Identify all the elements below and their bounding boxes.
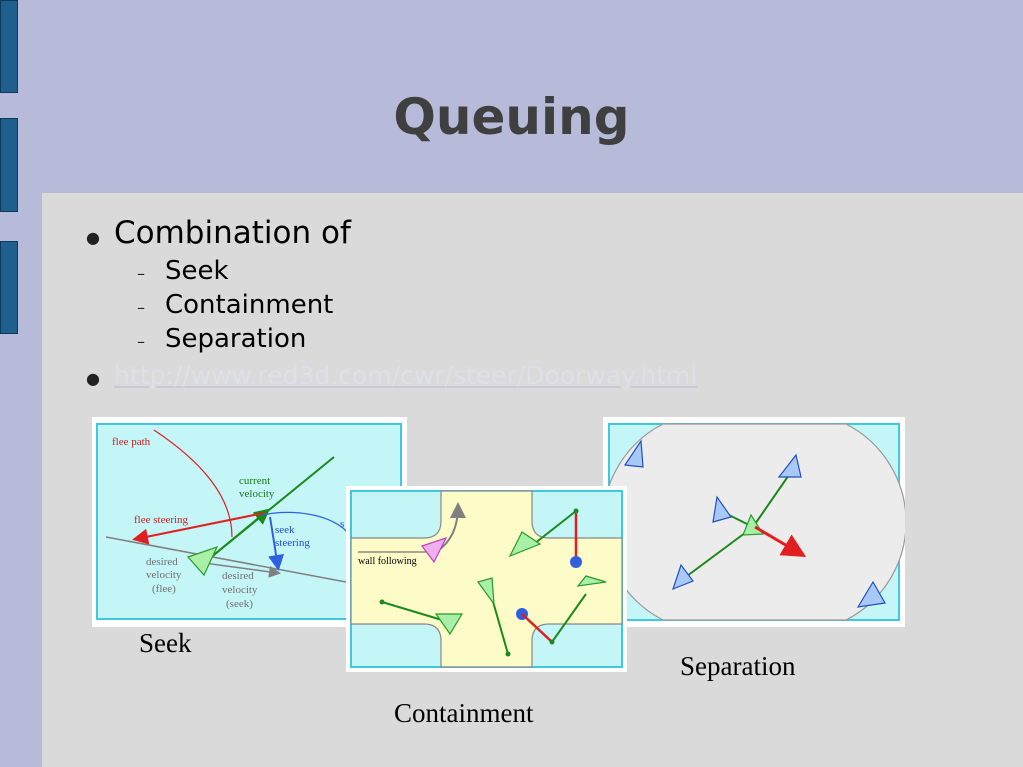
neighbor-triangle-2 — [856, 580, 886, 608]
neighbor-triangle-5 — [712, 495, 732, 523]
agent-pink — [421, 536, 448, 564]
desired-flee-label-2: velocity — [146, 569, 182, 581]
seek-label: seek — [275, 524, 295, 536]
separation-arrow — [754, 525, 807, 558]
agent-green-3 — [477, 577, 495, 607]
current-label: current — [239, 475, 270, 487]
agent-green-1 — [508, 531, 542, 558]
neighbor-triangle-1 — [623, 439, 644, 468]
dash-icon: – — [137, 264, 145, 283]
desired-flee-line — [105, 536, 363, 586]
bullet-dot-icon: ● — [86, 228, 100, 247]
containment-figure: wall following — [346, 486, 627, 672]
wall-following-label: wall following — [358, 556, 417, 567]
flee-path-label: flee path — [112, 436, 151, 448]
agent-green-4 — [576, 575, 607, 587]
desired-seek-label-1: desired — [222, 570, 254, 582]
side-tab-1 — [0, 0, 18, 93]
separation-diagram — [602, 423, 907, 621]
s-fragment-label: s — [340, 518, 344, 530]
containment-diagram: wall following — [350, 490, 623, 668]
vehicle-triangle — [186, 545, 219, 577]
seek-figure: flee path current velocity flee steering… — [92, 417, 407, 627]
containment-caption: Containment — [394, 698, 534, 728]
dash-icon: – — [137, 332, 145, 351]
desired-seek-label-3: (seek) — [226, 598, 253, 610]
side-tab-2 — [0, 118, 18, 212]
velocity-label: velocity — [239, 488, 275, 500]
flee-steering-arrow — [132, 512, 265, 545]
desired-seek-label-2: velocity — [222, 584, 258, 596]
sub-bullet-text: Seek — [165, 256, 229, 286]
sub-bullet-containment: – Containment — [137, 290, 333, 320]
bullet-dot-icon: ● — [86, 369, 100, 388]
neighbor-triangle-4 — [672, 563, 694, 591]
slide-title: Queuing — [393, 88, 630, 146]
agent-green-2 — [434, 613, 464, 636]
bullet-link: ● http://www.red3d.com/cwr/steer/Doorway… — [86, 361, 697, 390]
desired-flee-label-1: desired — [146, 556, 178, 568]
desired-seek-arrow — [203, 562, 281, 578]
bullet-text: Combination of — [114, 215, 351, 251]
side-tab-3 — [0, 241, 18, 334]
current-velocity-arrow — [203, 508, 271, 564]
sub-bullet-text: Containment — [165, 290, 334, 320]
steering-label: steering — [275, 537, 310, 549]
flee-steering-label: flee steering — [134, 514, 189, 526]
seek-caption: Seek — [139, 628, 192, 658]
separation-figure — [602, 417, 907, 627]
desired-flee-label-3: (flee) — [152, 583, 176, 595]
seek-steering-arrow — [268, 516, 285, 571]
dash-icon: – — [137, 298, 145, 317]
doorway-link[interactable]: http://www.red3d.com/cwr/steer/Doorway.h… — [114, 361, 698, 390]
separation-caption: Separation — [680, 651, 796, 681]
neighbor-triangle-3 — [777, 453, 802, 478]
sub-bullet-text: Separation — [165, 324, 307, 354]
bullet-combination: ● Combination of — [86, 215, 351, 251]
sub-bullet-separation: – Separation — [137, 324, 306, 354]
sub-bullet-seek: – Seek — [137, 256, 229, 286]
